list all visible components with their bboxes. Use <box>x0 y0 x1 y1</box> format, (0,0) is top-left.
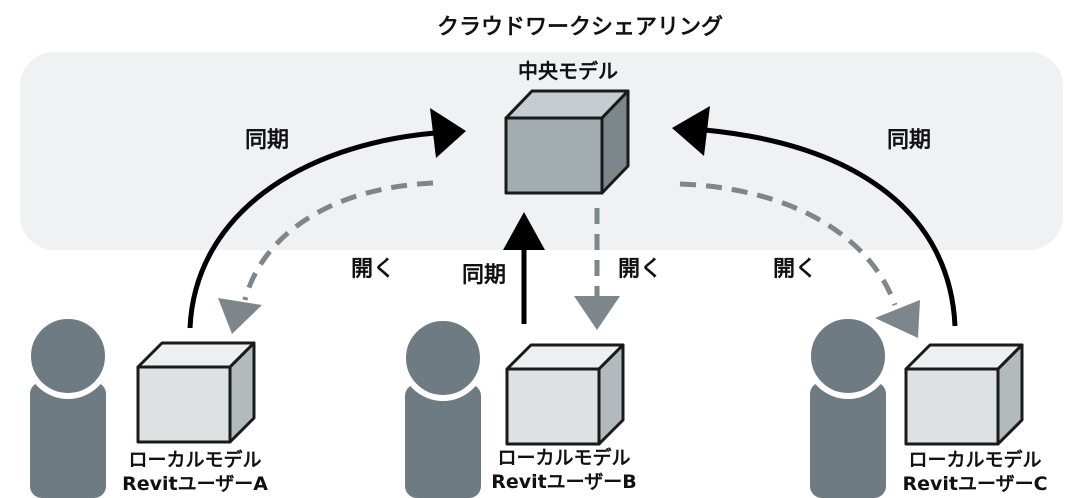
open-label-right: 開く <box>773 257 817 282</box>
central-model-cube <box>504 89 630 195</box>
user-b-model-label: ローカルモデル <box>497 446 630 469</box>
user-a-user-label: RevitユーザーA <box>122 473 268 495</box>
user-c-person-icon <box>805 313 891 498</box>
central-model-label: 中央モデル <box>518 59 618 83</box>
open-arrow-middle-head <box>574 296 620 330</box>
user-a-person-icon <box>25 313 111 498</box>
user-c-user-label: RevitユーザーC <box>902 473 1047 495</box>
user-a-local-model-cube <box>136 341 256 444</box>
diagram-title: クラウドワークシェアリング <box>437 14 723 40</box>
user-c-local-model-cube <box>904 343 1024 446</box>
open-label-middle: 開く <box>618 257 662 282</box>
sync-arrow-left-head <box>430 108 466 158</box>
open-arrow-left-head <box>218 298 262 334</box>
sync-arrow-middle-head <box>503 212 545 250</box>
sync-label-right: 同期 <box>887 128 931 153</box>
user-a-model-label: ローカルモデル <box>128 448 261 471</box>
user-b-user-label: RevitユーザーB <box>491 471 637 493</box>
open-arrow-left <box>242 180 434 301</box>
sync-label-middle: 同期 <box>462 263 506 288</box>
open-arrow-right <box>679 181 898 306</box>
sync-arrow-right <box>704 127 958 327</box>
open-arrow-right-head <box>875 300 920 338</box>
user-b-person-icon <box>400 315 486 498</box>
user-c-model-label: ローカルモデル <box>908 448 1041 471</box>
sync-arrow-right-head <box>672 106 710 156</box>
open-label-left: 開く <box>351 257 395 282</box>
sync-label-left: 同期 <box>245 128 289 153</box>
sync-arrow-left <box>187 130 436 329</box>
user-b-local-model-cube <box>505 343 625 446</box>
